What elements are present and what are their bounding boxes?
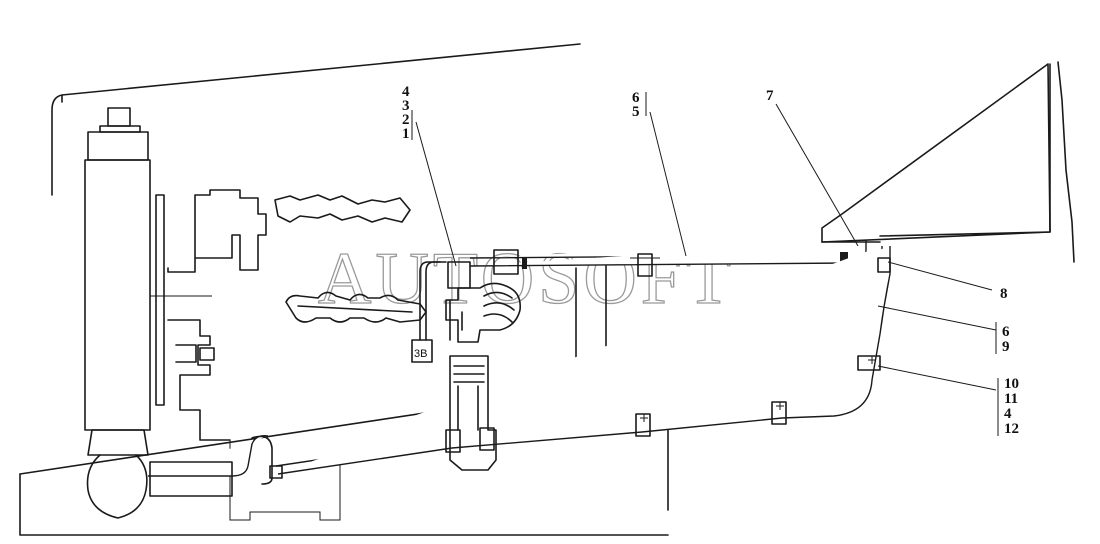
callout-1: 1: [402, 126, 410, 142]
compressor-unit: [445, 261, 522, 343]
callout-6b: 6: [1002, 324, 1010, 340]
callout-group-b: 6 5: [632, 90, 640, 120]
callout-10: 10: [1004, 376, 1019, 392]
callout-2: 2: [402, 112, 410, 128]
air-dryer: [449, 355, 497, 471]
callout-4: 4: [402, 84, 410, 100]
callout-6: 6: [632, 90, 640, 106]
callout-4b: 4: [1004, 406, 1012, 422]
gauge-hose: 3B: [411, 261, 447, 363]
callout-7: 7: [766, 88, 774, 104]
cab-outline: [51, 43, 581, 196]
callout-8: 8: [1000, 286, 1008, 302]
lower-air-line: [148, 246, 891, 497]
leader-lines: [411, 92, 999, 436]
engine-block: [167, 189, 411, 441]
rear-body: [821, 61, 1075, 263]
callout-group-c: 6 9: [1002, 324, 1010, 355]
callout-group-a: 4 3 2 1: [402, 84, 410, 142]
radiator-column: [84, 107, 212, 519]
gauge-label: 3B: [414, 348, 427, 360]
callout-5: 5: [632, 104, 640, 120]
callout-9: 9: [1002, 339, 1010, 355]
intake-manifold: [285, 291, 427, 323]
callout-group-d: 10 11 4 12: [1004, 376, 1019, 437]
callout-11: 11: [1004, 391, 1018, 407]
callout-3: 3: [402, 98, 410, 114]
callout-12: 12: [1004, 421, 1019, 437]
